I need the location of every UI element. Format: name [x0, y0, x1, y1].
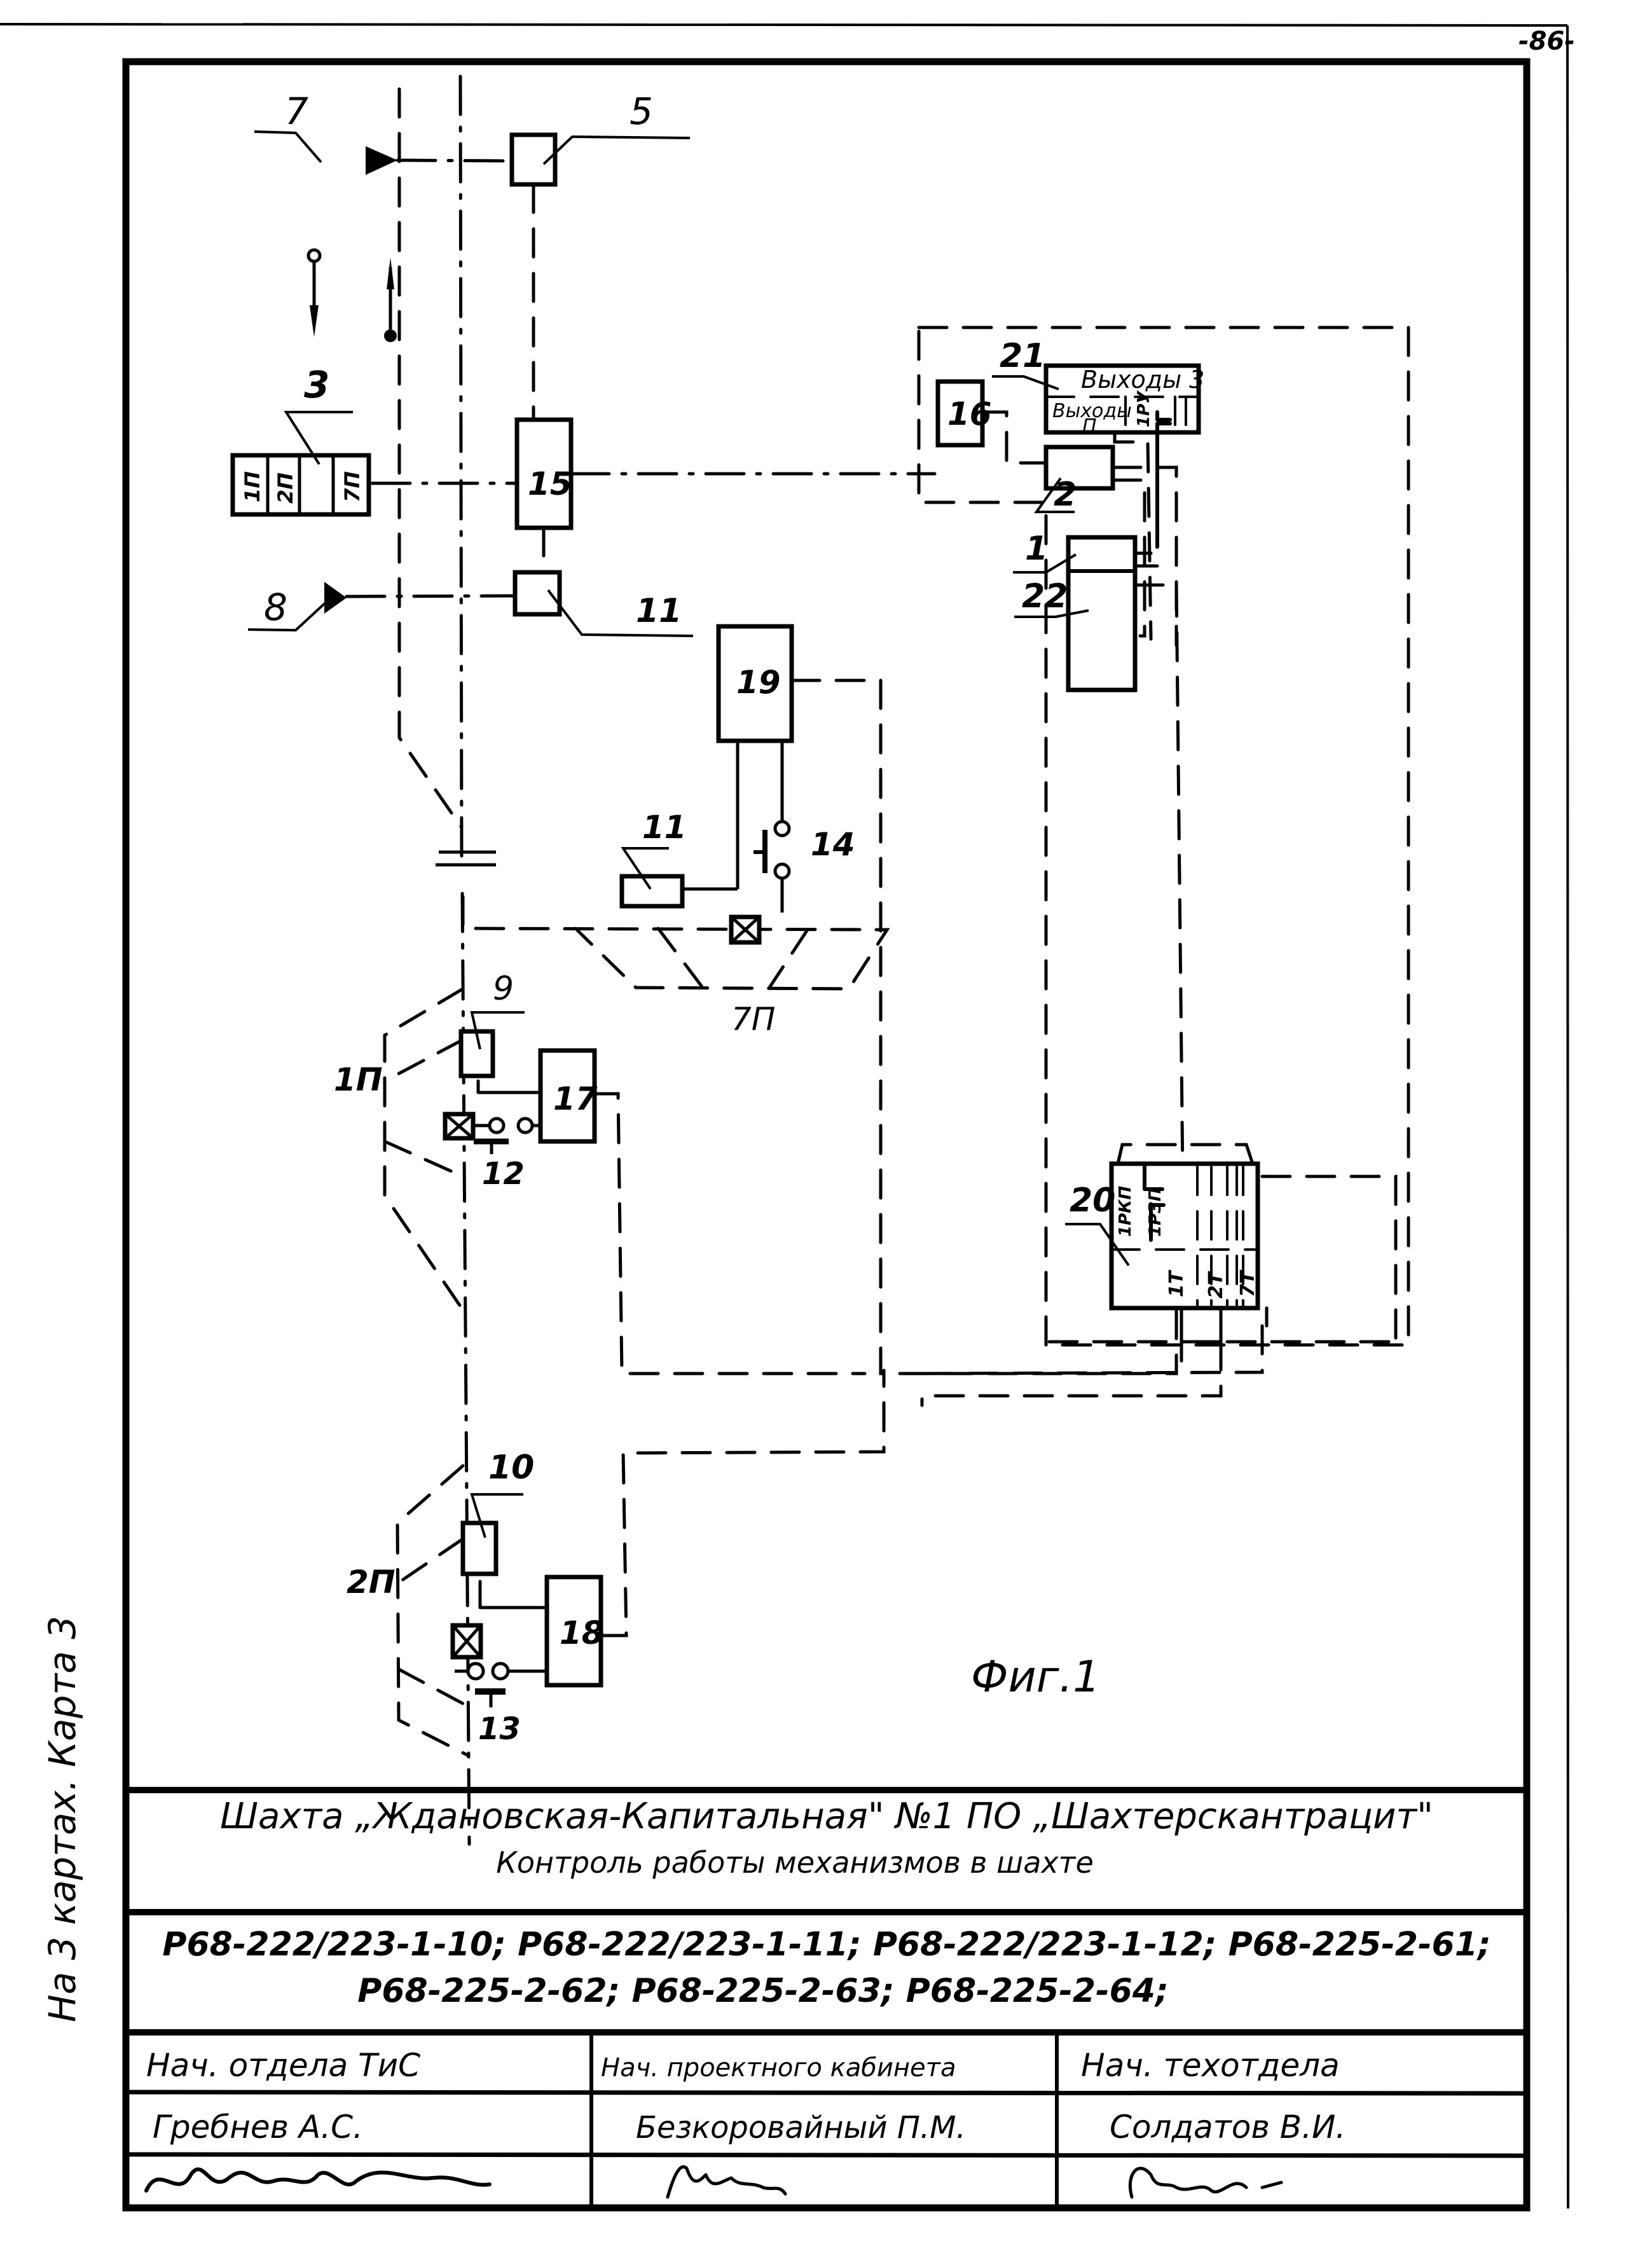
shaft-axis-line [458, 74, 464, 860]
signature-2 [666, 2165, 787, 2199]
label-10: 10 [488, 1449, 534, 1487]
shaft-left-line [397, 87, 463, 829]
block-15: 15 [514, 417, 937, 574]
signature-3 [1128, 2167, 1283, 2199]
label-7: 7 [285, 90, 308, 133]
signature-position-3: Нач. техотдела [1081, 2047, 1340, 2084]
cell-2p: 2П [273, 472, 298, 504]
title-block: Шахта „Ждановская-Капитальная" №1 ПО „Ша… [125, 1787, 1527, 2208]
label-20: 20 [1070, 1182, 1115, 1220]
page-number: -86- [1518, 27, 1575, 56]
label-14: 14 [811, 826, 855, 863]
cell-7p: 7П [340, 471, 364, 502]
signature-position-2: Нач. проектного кабинета [601, 2053, 956, 2083]
sheet-top-edge [0, 23, 1568, 27]
title-mine-name: Шахта „Ждановская-Капитальная" №1 ПО „Ша… [220, 1796, 1433, 1837]
label-11-upper: 11 [636, 592, 682, 630]
block-19: 19 [684, 624, 1178, 1375]
block-5: 5 [509, 90, 691, 422]
zone-1p: 1П [334, 987, 476, 1312]
block-20-panel: 1РКП 1РЗП 1Т 2Т 7Т 20 [920, 1143, 1398, 1407]
control-room-boundary [917, 326, 1410, 1347]
outputs-p-sub: П [1082, 415, 1097, 438]
block-9: 9 [458, 970, 539, 1094]
label-16: 16 [947, 396, 992, 432]
label-3: 3 [304, 363, 329, 406]
relay-1ru: 1РУ [1134, 390, 1153, 427]
down-arrow-icon [306, 248, 322, 337]
schematic: 7 5 1П 2П 7П 3 15 [230, 74, 1410, 1846]
column-1t: 1Т [1166, 1269, 1188, 1297]
label-18: 18 [560, 1615, 604, 1651]
label-2: 2 [1054, 476, 1077, 514]
up-arrow-icon [384, 258, 397, 342]
label-17: 17 [553, 1080, 598, 1117]
signature-position-1: Нач. отдела ТиС [146, 2047, 420, 2084]
button-14: 14 [754, 820, 855, 913]
relay-1rzp: 1РЗП [1146, 1187, 1165, 1237]
codes-line-2: Р68-225-2-62; Р68-225-2-63; Р68-225-2-64… [357, 1972, 1169, 2010]
signature-name-3: Солдатов В.И. [1110, 2109, 1346, 2146]
outputs-3-label: Выходы 3 [1081, 366, 1204, 394]
block-1-22: 1 22 [1013, 530, 1398, 1344]
title-subject: Контроль работы механизмов в шахте [496, 1845, 1094, 1880]
zone-2p-label: 2П [347, 1564, 396, 1601]
signature-name-2: Безкоровайный П.М. [636, 2110, 966, 2146]
block-11-lower: 11 [619, 809, 687, 909]
zone-7p: 7П [461, 895, 890, 1038]
relay-1rkp: 1РКП [1116, 1186, 1135, 1237]
block-11-upper: 11 [513, 570, 694, 637]
button-13: 13 [455, 1662, 547, 1747]
label-12: 12 [482, 1156, 525, 1192]
column-7t: 7Т [1237, 1269, 1259, 1297]
column-2t: 2Т [1205, 1271, 1227, 1299]
label-15: 15 [528, 465, 572, 502]
label-9: 9 [493, 970, 514, 1008]
zone-1p-label: 1П [334, 1061, 383, 1098]
block-10: 10 [460, 1449, 549, 1609]
block-18: 18 [544, 1368, 886, 1688]
block-16: 16 [935, 379, 1048, 465]
signature-name-1: Гребнев А.С. [153, 2109, 363, 2146]
outputs-p-label: Выходы [1052, 400, 1132, 422]
cell-1p: 1П [240, 471, 265, 502]
label-8: 8 [264, 586, 287, 629]
block-21-outputs: Выходы 3 Выходы П 1РУ 21 [992, 337, 1204, 549]
label-5: 5 [630, 90, 653, 133]
drawing-frame [122, 58, 1531, 2212]
label-19: 19 [736, 664, 781, 701]
label-11-lower: 11 [642, 809, 687, 846]
zone-2p: 2П [347, 1464, 483, 1757]
sensor-7: 7 [254, 90, 511, 175]
figure-caption: Фиг.1 [971, 1652, 1100, 1702]
zone-7p-label: 7П [731, 1001, 775, 1038]
label-13: 13 [478, 1711, 521, 1747]
block-3-signal-panel: 1П 2П 7П 3 [230, 363, 517, 517]
label-1: 1 [1025, 530, 1048, 568]
block-2: 2 [1034, 431, 1178, 647]
button-12: 12 [474, 1117, 540, 1192]
sensor-8: 8 [247, 582, 517, 632]
signature-1 [144, 2167, 492, 2193]
side-note: На 3 картах. Карта 3 [41, 1616, 84, 2022]
block-17: 17 [538, 1048, 867, 1375]
label-21: 21 [1000, 337, 1045, 375]
codes-line-1: Р68-222/223-1-10; Р68-222/223-1-11; Р68-… [162, 1926, 1490, 1964]
label-22: 22 [1022, 577, 1068, 616]
sheet-right-edge [1566, 25, 1569, 2209]
